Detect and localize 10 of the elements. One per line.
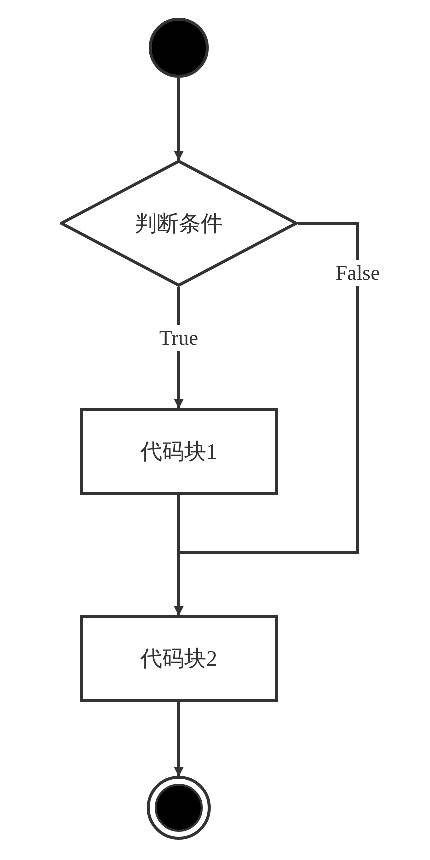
decision-diamond: 判断条件 xyxy=(60,160,298,287)
start-node xyxy=(149,18,209,78)
arrow xyxy=(174,702,184,777)
end-node xyxy=(147,776,211,840)
edge-label: True xyxy=(158,324,200,351)
edge-label: False xyxy=(334,260,382,286)
process-box: 代码块1 xyxy=(80,408,278,495)
process-box: 代码块2 xyxy=(80,615,278,702)
arrow xyxy=(174,495,184,616)
arrow xyxy=(174,78,184,161)
